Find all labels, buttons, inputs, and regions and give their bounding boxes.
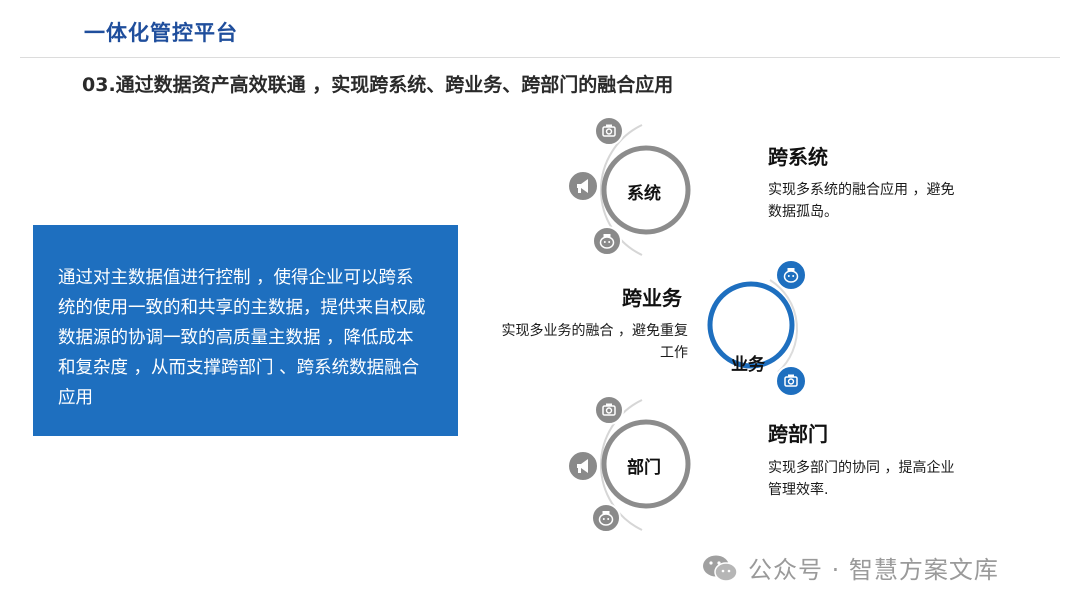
page-subtitle: 03.通过数据资产高效联通 ，实现跨系统、跨业务、跨部门的融合应用 [82, 74, 674, 96]
header-divider [20, 57, 1060, 58]
camera-icon [594, 395, 624, 425]
business-description: 实现多业务的融合 ，避免重复 工作 [480, 320, 688, 364]
megaphone-icon [567, 450, 599, 482]
megaphone-icon [567, 170, 599, 202]
system-node [567, 116, 691, 256]
department-description: 实现多部门的协同 ，提高企业 管理效率. [768, 457, 954, 501]
business-heading: 跨业务 [622, 286, 682, 310]
watermark: 公众号 · 智慧方案文库 [700, 550, 999, 585]
department-heading: 跨部门 [768, 422, 828, 446]
piggy-bank-icon [775, 259, 807, 291]
system-circle-label: 系统 [627, 184, 661, 204]
page-title: 一体化管控平台 [84, 21, 238, 45]
system-desc-line: 实现多系统的融合应用 ，避免 [768, 182, 955, 198]
system-description: 实现多系统的融合应用 ，避免 数据孤岛。 [768, 179, 954, 223]
watermark-text: 公众号 · 智慧方案文库 [748, 556, 999, 584]
system-desc-line: 数据孤岛。 [768, 204, 838, 220]
business-node [707, 259, 807, 397]
camera-icon [775, 365, 807, 397]
system-heading: 跨系统 [768, 145, 828, 169]
business-ring [707, 281, 795, 369]
system-ring [601, 145, 691, 235]
piggy-bank-icon [591, 503, 621, 533]
department-circle-label: 部门 [627, 458, 661, 478]
business-desc-line: 实现多业务的融合 ，避免重复 [501, 323, 688, 339]
business-circle-label: 业务 [731, 355, 765, 375]
piggy-bank-icon [592, 226, 622, 256]
department-node [567, 395, 691, 533]
department-desc-line: 实现多部门的协同 ，提高企业 [768, 460, 955, 476]
summary-box: 通过对主数据值进行控制 ，使得企业可以跨系统的使用一致的和共享的主数据，提供来自… [33, 225, 458, 436]
department-desc-line: 管理效率. [768, 482, 829, 498]
summary-text: 通过对主数据值进行控制 ，使得企业可以跨系统的使用一致的和共享的主数据，提供来自… [58, 268, 426, 408]
department-ring [601, 419, 691, 509]
system-arc [600, 124, 643, 256]
wechat-icon [703, 555, 738, 582]
business-desc-line: 工作 [660, 345, 688, 361]
camera-icon [594, 116, 624, 146]
business-arc [769, 279, 799, 373]
